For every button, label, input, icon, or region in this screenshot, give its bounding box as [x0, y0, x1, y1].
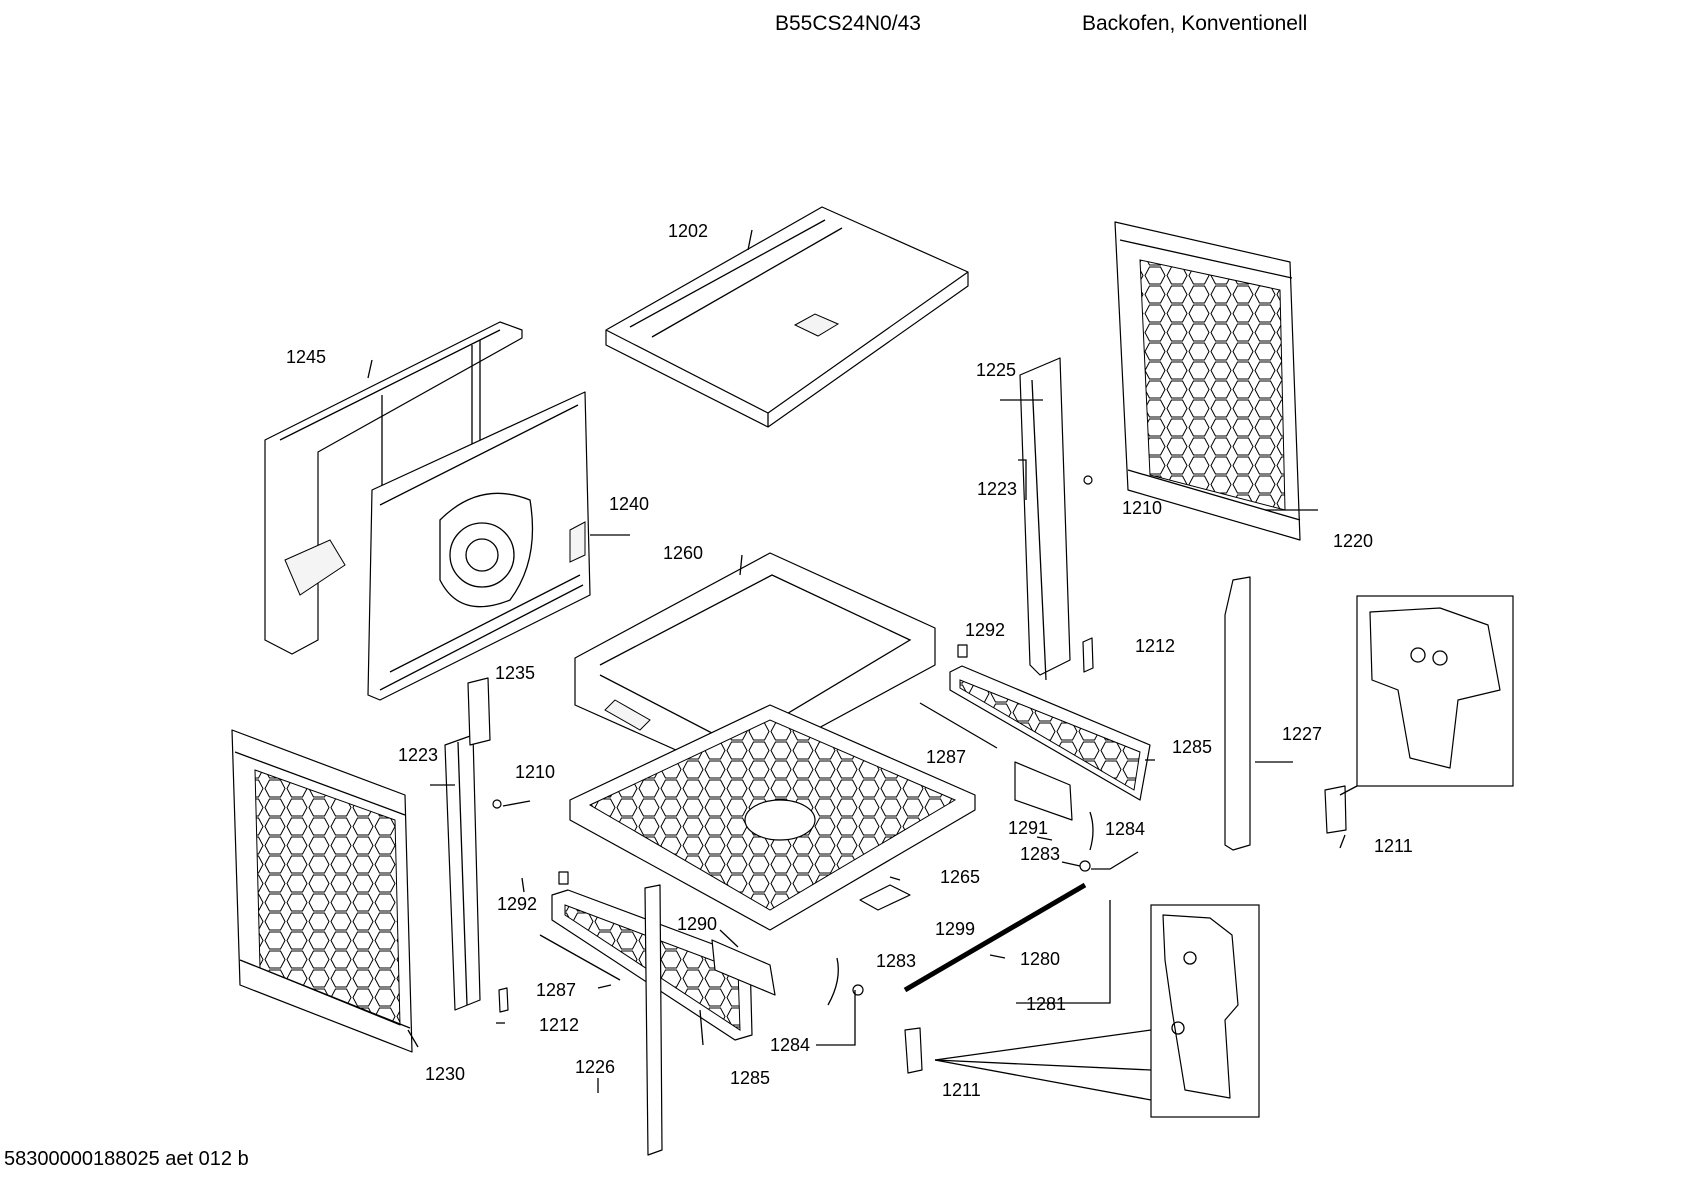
part-bracket-1290	[711, 939, 776, 996]
part-1210-screw-bottom	[492, 799, 502, 809]
part-frame-1260	[574, 552, 936, 776]
part-1211-lock-bottom	[904, 1027, 923, 1074]
callout-1227: 1227	[1282, 724, 1322, 744]
part-back-wall	[367, 391, 591, 701]
part-rod-1280	[903, 882, 1087, 993]
callout-1230: 1230	[425, 1064, 465, 1084]
part-bracket-1291	[1014, 761, 1073, 821]
callout-1287-top: 1287	[926, 747, 966, 767]
callout-1281: 1281	[1026, 994, 1066, 1014]
callout-1260: 1260	[663, 543, 703, 563]
callout-1280: 1280	[1020, 949, 1060, 969]
part-left-rail	[444, 677, 491, 1011]
callout-1292-top: 1292	[965, 620, 1005, 640]
callout-1291: 1291	[1008, 818, 1048, 838]
callout-1210-top: 1210	[1122, 498, 1162, 518]
callout-1211-bottom: 1211	[942, 1080, 981, 1100]
callout-1225: 1225	[976, 360, 1016, 380]
part-vertical-strip-1226	[644, 884, 663, 1156]
callout-1223-top: 1223	[977, 479, 1017, 499]
callout-1202: 1202	[668, 221, 708, 241]
leader-lines	[367, 229, 1346, 1093]
part-1284-wire-top	[1089, 811, 1094, 851]
callout-1299: 1299	[935, 919, 975, 939]
callout-1287-bottom: 1287	[536, 980, 576, 1000]
detail-box-upper	[1339, 595, 1514, 796]
part-vertical-strip-1227	[1224, 576, 1251, 851]
callout-1285-right: 1285	[1172, 737, 1212, 757]
part-1292-top	[957, 644, 968, 658]
part-1212-clip-bottom	[498, 987, 509, 1013]
callout-1211-top: 1211	[1374, 836, 1413, 856]
callout-1284-bottom: 1284	[770, 1035, 810, 1055]
callout-1235: 1235	[495, 663, 535, 683]
callout-1265: 1265	[940, 867, 980, 887]
part-right-rail	[1019, 357, 1094, 681]
callout-1292-bottom: 1292	[497, 894, 537, 914]
part-1292-bottom	[558, 871, 569, 885]
detail-box-lower	[934, 904, 1260, 1118]
callout-1285-bottom: 1285	[730, 1068, 770, 1088]
callout-1240: 1240	[609, 494, 649, 514]
callout-1212-bottom: 1212	[539, 1015, 579, 1035]
callout-1223-bottom: 1223	[398, 745, 438, 765]
callout-1212-top: 1212	[1135, 636, 1175, 656]
callout-1220: 1220	[1333, 531, 1373, 551]
appliance-type: Backofen, Konventionell	[1082, 12, 1308, 35]
part-1283-nut-top	[1079, 860, 1091, 872]
part-rod-left	[539, 934, 621, 981]
part-bottom-tray	[569, 704, 976, 931]
callout-1283-top: 1283	[1020, 844, 1060, 864]
part-rod-right	[919, 702, 998, 749]
callout-1284-top: 1284	[1105, 819, 1145, 839]
callout-1226: 1226	[575, 1057, 615, 1077]
callout-1290: 1290	[677, 914, 717, 934]
part-rear-panel	[264, 321, 523, 655]
callout-1283-bottom: 1283	[876, 951, 916, 971]
part-top-cover	[605, 206, 969, 428]
part-1211-lock-top	[1324, 785, 1347, 834]
part-left-side-wall	[231, 729, 413, 1053]
part-label-sticker	[859, 884, 911, 911]
model-number: B55CS24N0/43	[775, 12, 921, 35]
part-1210-screw-top	[1083, 475, 1093, 485]
part-right-hex-bar	[949, 665, 1151, 801]
callout-1245: 1245	[286, 347, 326, 367]
part-1284-wire-bottom	[827, 957, 839, 1006]
document-id: 58300000188025 aet 012 b	[4, 1148, 249, 1170]
part-right-side-wall	[1114, 221, 1301, 541]
callout-1210-bottom: 1210	[515, 762, 555, 782]
